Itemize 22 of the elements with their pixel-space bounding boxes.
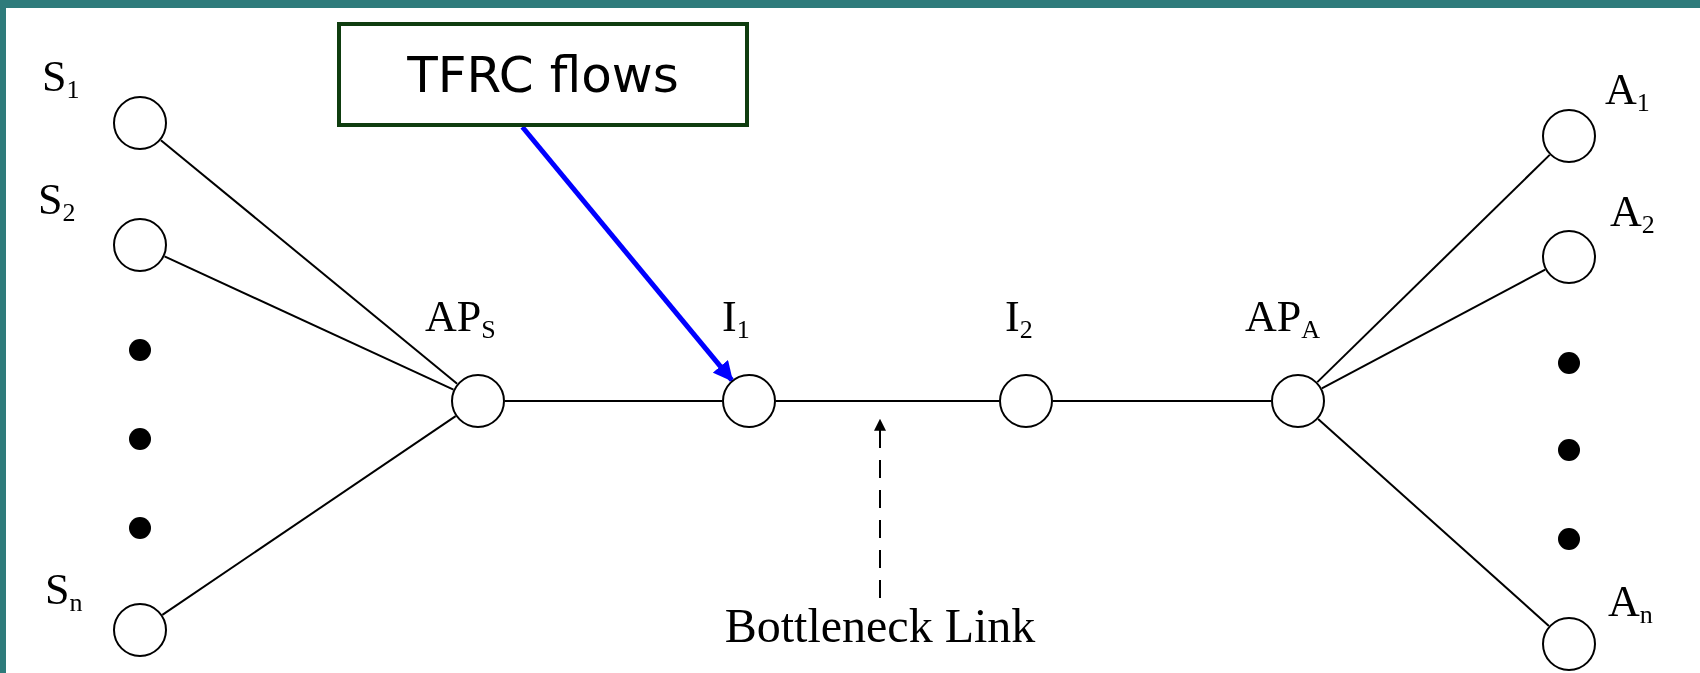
- link-line: [504, 400, 723, 402]
- node-label: AP$_{S}$: [425, 295, 496, 339]
- node-label: I$_{1}$: [722, 295, 750, 339]
- link-line: [1316, 153, 1551, 384]
- node-label: AP$_{A}$: [1245, 295, 1321, 339]
- node-label: S$_{n}$: [45, 568, 83, 612]
- link-line: [1317, 418, 1550, 627]
- node-label: I$_{2}$: [1005, 295, 1033, 339]
- node-label: S$_{1}$: [42, 55, 80, 99]
- link-line: [1320, 268, 1547, 390]
- node-label: A$_{2}$: [1610, 190, 1655, 234]
- leader-line: [874, 418, 886, 599]
- node-label: A$_{1}$: [1605, 68, 1650, 112]
- link-line: [159, 139, 459, 385]
- link-line: [775, 400, 1000, 402]
- node-label: A$_{n}$: [1608, 580, 1653, 624]
- node-label: S$_{2}$: [38, 178, 76, 222]
- link-line: [1052, 400, 1272, 402]
- callout-text: Bottleneck Link: [670, 598, 1090, 654]
- arrow: [520, 125, 734, 382]
- callout-box: TFRC flows: [337, 22, 749, 127]
- link-line: [161, 415, 457, 616]
